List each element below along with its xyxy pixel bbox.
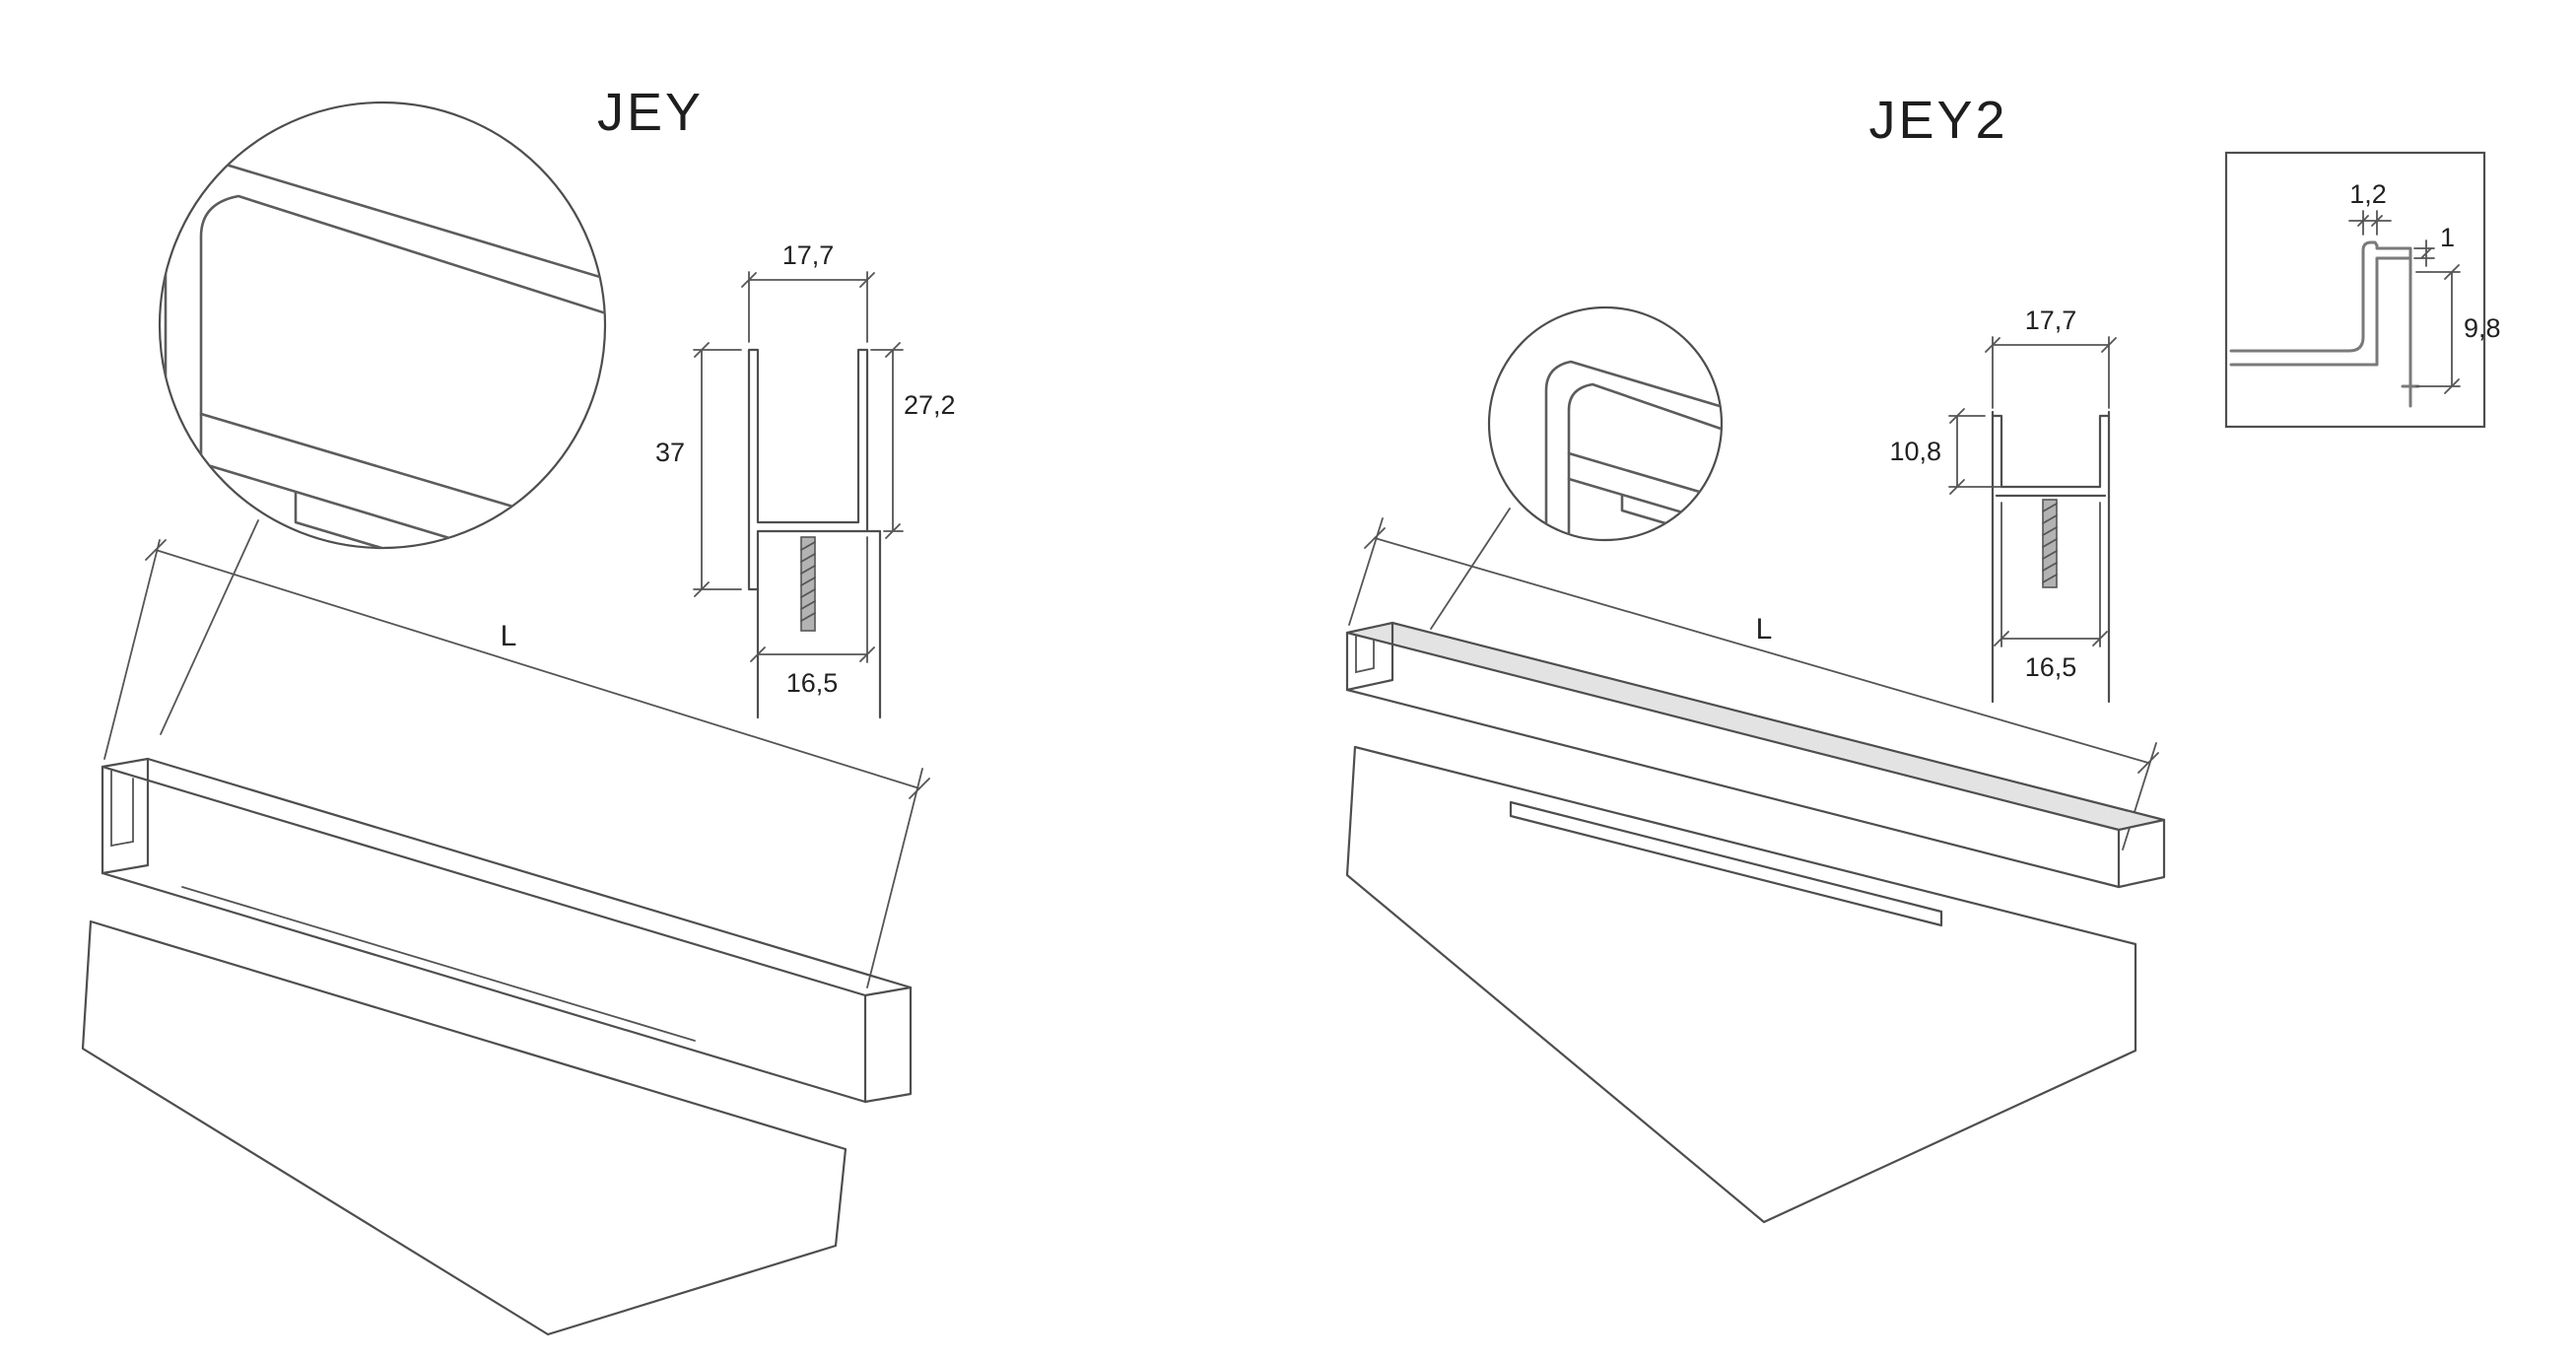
jey2-detail-dim-thickness-label: 1,2 [2349, 179, 2387, 209]
jey-profile-left-end-face [101, 757, 150, 875]
jey-cross-section: 17,7 37 27,2 16,5 [655, 240, 956, 719]
jey2-detail-profile-outline [2229, 240, 2412, 367]
jey-dim-top-width-lines [741, 271, 875, 343]
jey-dim-left-height-label: 37 [655, 438, 685, 467]
jey-detail-leader-line [160, 519, 259, 735]
jey-section-profile-outline [747, 348, 869, 591]
jey-dim-left-height-lines [693, 342, 742, 597]
jey2-detail-dim-depth-label: 9,8 [2464, 313, 2501, 343]
jey2-length-dim-line [1374, 537, 2149, 764]
jey-detail-step-line [294, 491, 605, 548]
jey2-cross-section: 17,7 10,8 16,5 [1889, 306, 2117, 704]
jey-title: JEY [597, 83, 704, 142]
jey-length-dim-ticks [145, 539, 930, 799]
jey2-dim-top-width-label: 17,7 [2025, 306, 2077, 335]
jey2-drawing: JEY2 L [1345, 91, 2501, 1224]
jey-profile-bottom-rim [101, 871, 867, 1104]
jey2-screw-hatch [2042, 503, 2058, 583]
jey2-detail-box: 1,2 1 9,8 [2224, 151, 2501, 429]
jey2-detail-dim-depth-lines [2415, 264, 2461, 394]
jey2-dim-bottom-width-lines [1994, 502, 2108, 647]
jey2-isometric-view: L [1345, 517, 2166, 1224]
jey2-door-finger-slot [1509, 800, 1943, 927]
jey2-detail-box-frame [2224, 151, 2486, 429]
jey2-door-panel [1345, 745, 2137, 1224]
jey2-dim-bottom-width-label: 16,5 [2025, 652, 2077, 682]
jey2-length-dim-ticks [1364, 527, 2159, 774]
jey-length-extension-lines [103, 539, 923, 988]
jey2-detail-dim-lip-label: 1 [2440, 223, 2455, 252]
jey-profile-lip-shadow-line [181, 886, 696, 1042]
jey2-profile-front-rim [1345, 631, 2121, 832]
jey-dim-bottom-width-label: 16,5 [786, 668, 839, 698]
jey2-channel-opening-fill [1347, 623, 2164, 830]
jey2-detail-leader-line [1430, 508, 1511, 630]
jey-dim-right-height-lines [870, 342, 904, 539]
jey2-detail-dim-lip-lines [2413, 239, 2435, 267]
jey-dim-top-width-label: 17,7 [782, 240, 835, 270]
jey2-length-label: L [1756, 613, 1773, 646]
jey2-profile-bottom-rim [1345, 688, 2121, 889]
jey2-detail-circle-outline [1487, 306, 1724, 542]
jey2-detail-dim-thickness-lines [2348, 210, 2392, 236]
jey2-profile-left-end-channel [1355, 635, 1375, 674]
jey2-detail-wall-outer-line [1544, 360, 1722, 540]
jey-dim-bottom-width-lines [750, 536, 875, 663]
jey2-profile-back-rim [1390, 621, 2166, 822]
jey-detail-channel-floor-near-line [199, 461, 605, 548]
jey-screw-hatch [800, 541, 816, 622]
jey2-detail-wall-inner-line [1567, 382, 1722, 540]
jey-profile-right-end-face [863, 986, 913, 1104]
jey2-dim-top-width-lines [1985, 336, 2117, 409]
jey-detail-wall-inner-line [199, 194, 605, 548]
jey-dim-right-height-label: 27,2 [904, 390, 956, 420]
jey2-section-profile-outline [1991, 410, 2111, 704]
jey-profile-back-rim [146, 757, 913, 989]
jey-length-label: L [501, 620, 517, 652]
jey-isometric-view: L [81, 539, 930, 1336]
jey2-title: JEY2 [1868, 91, 2007, 150]
jey2-profile-right-end-face [2117, 818, 2166, 889]
jey-length-dim-line [155, 549, 920, 789]
jey2-dim-left-height-label: 10,8 [1889, 437, 1941, 466]
jey2-dim-left-height-lines [1948, 408, 2002, 495]
jey-section-screw [800, 536, 816, 632]
jey-profile-front-rim [101, 765, 867, 997]
jey-door-panel [81, 919, 847, 1336]
jey2-profile-left-end-face [1345, 621, 1394, 692]
jey-profile-left-end-channel [110, 770, 134, 848]
jey2-section-screw [2042, 499, 2058, 588]
